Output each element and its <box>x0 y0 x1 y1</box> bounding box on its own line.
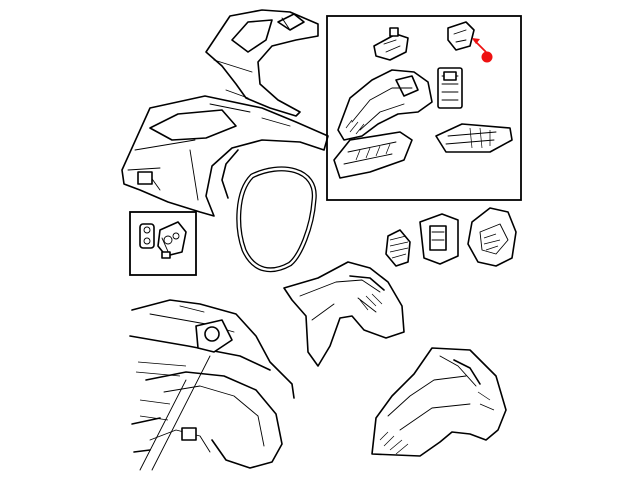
vent-filter-part <box>385 229 411 267</box>
vehicle-rear-floor-view <box>129 299 295 471</box>
clip-detail-box <box>129 211 197 276</box>
bracket-part <box>373 27 409 61</box>
quarter-inner-panel <box>283 261 405 367</box>
tail-lamp-housing-part <box>467 207 517 267</box>
body-side-inner-panel <box>205 9 319 117</box>
vent-housing-part <box>419 213 459 265</box>
wheelhouse-detail-box <box>326 15 522 201</box>
retainer-clip-part <box>139 221 187 259</box>
location-marker <box>472 38 493 63</box>
small-bracket-part <box>447 21 475 51</box>
wheelhouse-inner-part <box>337 69 433 141</box>
door-opening-weatherstrip <box>236 166 317 273</box>
trim-plate-part <box>435 123 513 153</box>
vent-grille-part <box>437 67 463 109</box>
quarter-panel-assembly <box>121 95 329 217</box>
reinforcement-part <box>333 131 413 179</box>
wheelhouse-liner <box>371 347 507 457</box>
